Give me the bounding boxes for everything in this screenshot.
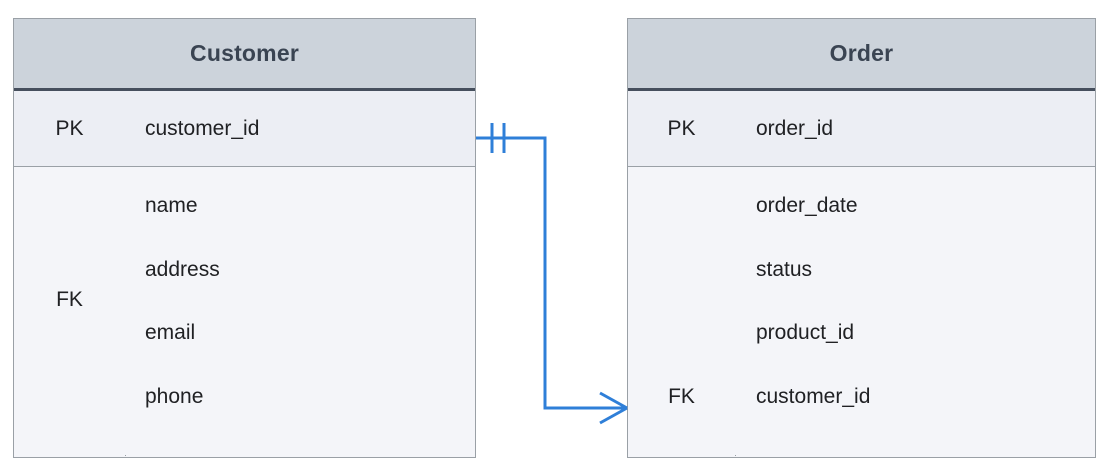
entity-customer-attribute-email[interactable]: email	[145, 321, 196, 344]
entity-order-title: Order	[829, 40, 894, 66]
cardinality-many-prong-top	[599, 391, 628, 410]
entity-order-attribute-status[interactable]: status	[756, 258, 813, 281]
entity-customer[interactable]: Customer PK customer_id FK name address …	[13, 18, 476, 458]
entity-order-attribute-order-date[interactable]: order_date	[756, 194, 858, 217]
entity-customer-pk-row[interactable]: PK customer_id	[14, 91, 475, 167]
entity-order-pk-attribute: order_id	[756, 117, 834, 140]
entity-customer-attributes: FK name address email phone	[14, 167, 475, 455]
entity-customer-pk-key: PK	[55, 117, 84, 140]
entity-customer-attribute-address[interactable]: address	[145, 258, 220, 281]
entity-customer-attribute-phone[interactable]: phone	[145, 385, 204, 408]
entity-customer-body: PK customer_id FK name address email pho…	[14, 91, 475, 456]
entity-order[interactable]: Order PK order_id FK order_date status p…	[627, 18, 1096, 458]
relationship-path	[476, 136, 627, 410]
entity-order-pk-row[interactable]: PK order_id	[628, 91, 1095, 167]
entity-customer-fk-key: FK	[56, 288, 83, 311]
entity-customer-attribute-name[interactable]: name	[145, 194, 198, 217]
entity-order-header: Order	[628, 19, 1095, 91]
entity-order-attribute-product-id[interactable]: product_id	[756, 321, 855, 344]
entity-order-attribute-customer-id[interactable]: customer_id	[756, 385, 871, 408]
entity-order-attributes: FK order_date status product_id customer…	[628, 167, 1095, 455]
entity-order-body: PK order_id FK order_date status product…	[628, 91, 1095, 456]
entity-customer-pk-attribute: customer_id	[145, 117, 260, 140]
entity-order-fk-key: FK	[668, 385, 695, 408]
entity-customer-title: Customer	[190, 40, 299, 66]
entity-order-pk-key: PK	[667, 117, 696, 140]
entity-customer-header: Customer	[14, 19, 475, 91]
cardinality-many-prong-bottom	[599, 406, 628, 425]
